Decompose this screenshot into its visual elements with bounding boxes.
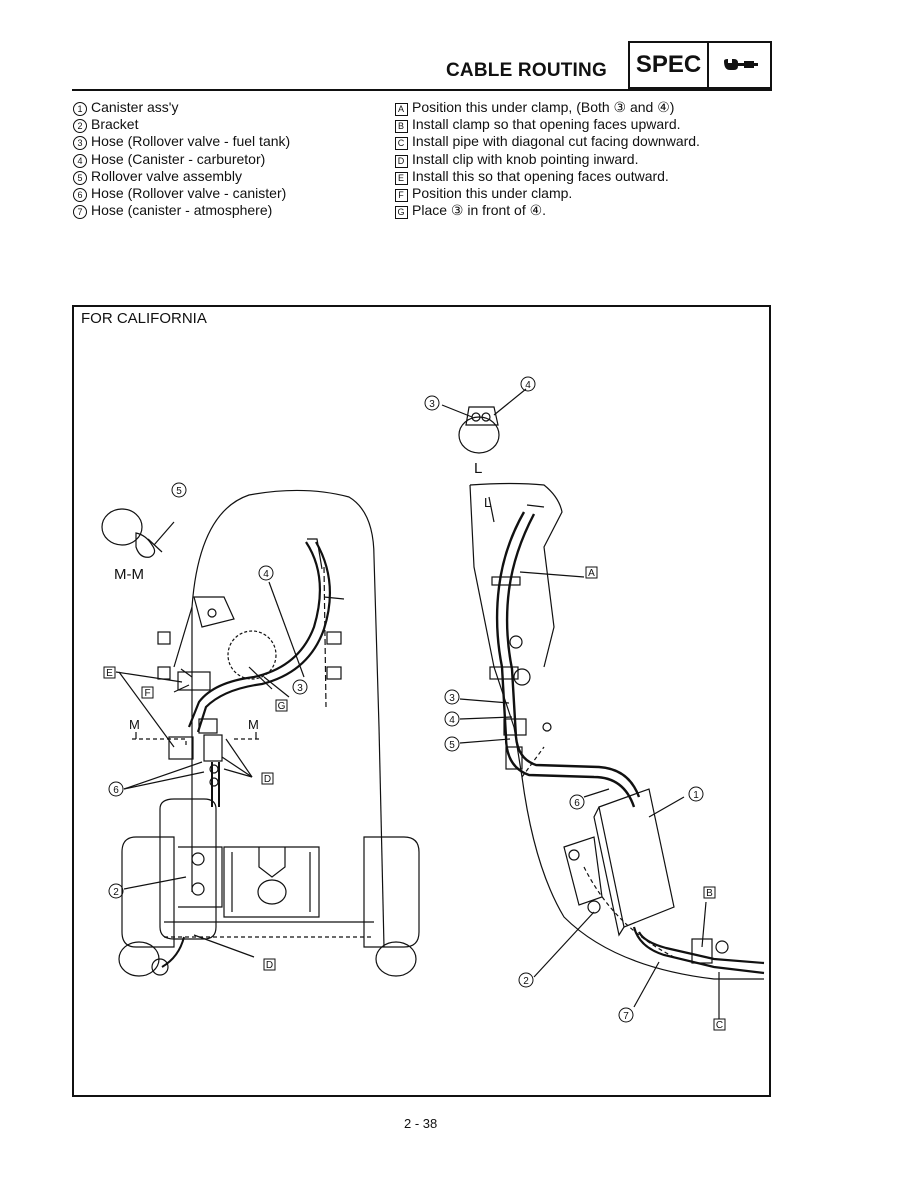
svg-text:4: 4: [263, 569, 269, 580]
svg-text:2: 2: [523, 976, 529, 987]
svg-text:G: G: [278, 701, 286, 712]
svg-text:4: 4: [525, 380, 531, 391]
letter-callouts: E F G D D A B C: [103, 566, 726, 1031]
callout-6-right: 6: [569, 794, 585, 810]
svg-text:6: 6: [113, 785, 119, 796]
callout-4-left: 4: [258, 565, 274, 581]
spec-badge: SPEC: [628, 41, 772, 89]
callout-5-mm: 5: [171, 482, 187, 498]
svg-text:7: 7: [623, 1011, 629, 1022]
callout-1-right: 1: [688, 786, 704, 802]
letter-f: F: [141, 686, 154, 699]
svg-text:2: 2: [113, 887, 119, 898]
letter-g: G: [275, 699, 288, 712]
diagram-title: FOR CALIFORNIA: [81, 310, 207, 327]
letter-e: E: [103, 666, 116, 679]
callout-3-right: 3: [444, 689, 460, 705]
callout-5-right: 5: [444, 736, 460, 752]
svg-text:3: 3: [449, 693, 455, 704]
svg-text:D: D: [266, 960, 273, 971]
svg-text:F: F: [144, 688, 150, 699]
callout-4-right: 4: [444, 711, 460, 727]
wrench-icon: [709, 43, 770, 87]
letter-d-upper: D: [261, 772, 274, 785]
left-view: [101, 489, 420, 977]
callout-6-left: 6: [108, 781, 124, 797]
callout-2-right: 2: [518, 972, 534, 988]
section-mm-label: M-M: [114, 566, 144, 583]
header-rule: [72, 89, 772, 91]
spec-label: SPEC: [630, 43, 709, 87]
m-mark-left: M: [129, 717, 140, 732]
right-view: [441, 388, 765, 1019]
svg-text:5: 5: [449, 740, 455, 751]
svg-text:E: E: [106, 668, 113, 679]
callout-3-left: 3: [292, 679, 308, 695]
m-mark-right: M: [248, 717, 259, 732]
diagram-drawing: M-M L M M L 5 4 3 6 2 3 4 3 4 5 6 1 2 7 …: [101, 376, 765, 1031]
callout-4-l: 4: [520, 376, 536, 392]
callout-7-right: 7: [618, 1007, 634, 1023]
svg-text:6: 6: [574, 798, 580, 809]
svg-text:1: 1: [693, 790, 699, 801]
l-mark-arrow: L: [484, 495, 491, 510]
svg-text:3: 3: [429, 399, 435, 410]
page-number: 2 - 38: [404, 1116, 438, 1131]
svg-text:A: A: [588, 568, 595, 579]
letter-a: A: [585, 566, 598, 579]
svg-text:B: B: [706, 888, 713, 899]
callout-2-left: 2: [108, 883, 124, 899]
svg-text:5: 5: [176, 486, 182, 497]
cable-routing-diagram: FOR CALIFORNIA: [72, 305, 771, 1097]
svg-text:D: D: [264, 774, 271, 785]
letter-c: C: [713, 1018, 726, 1031]
svg-text:C: C: [716, 1020, 723, 1031]
svg-text:3: 3: [297, 683, 303, 694]
page-header-title: CABLE ROUTING: [446, 60, 607, 81]
letter-d-lower: D: [263, 958, 276, 971]
svg-text:4: 4: [449, 715, 455, 726]
callouts: 5 4 3 6 2 3 4 3 4 5 6 1 2 7: [108, 376, 704, 1023]
diagram-labels: M-M L M M L: [114, 460, 491, 732]
letter-b: B: [703, 886, 716, 899]
callout-3-l: 3: [424, 395, 440, 411]
section-l-label: L: [474, 460, 482, 477]
